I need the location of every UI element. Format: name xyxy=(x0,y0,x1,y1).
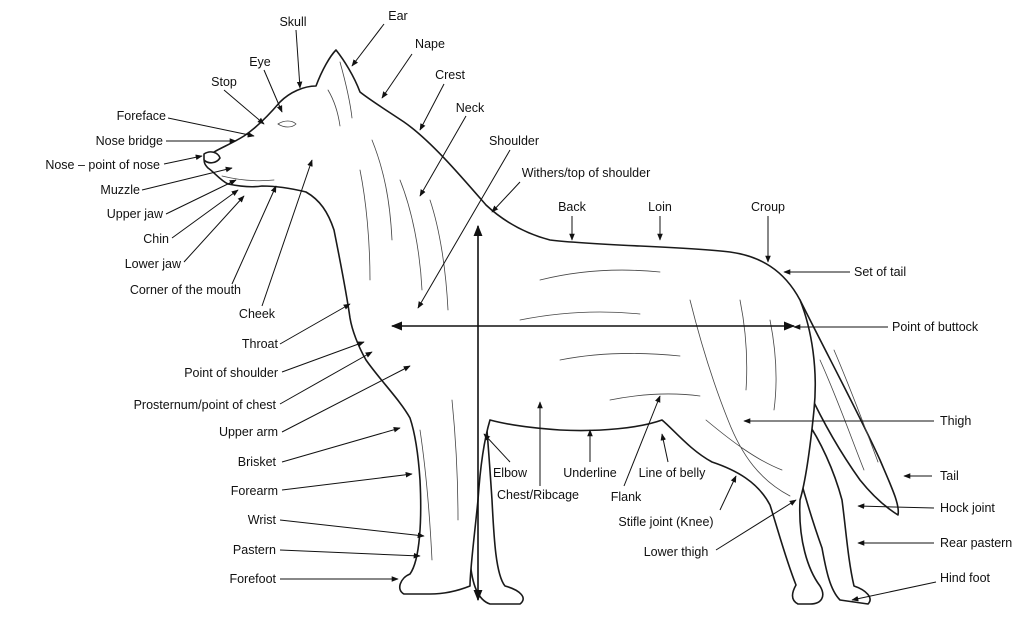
pointer-pastern xyxy=(279,549,421,559)
nose-detail xyxy=(203,151,221,164)
label-corner-mouth: Corner of the mouth xyxy=(130,283,241,297)
label-tail: Tail xyxy=(940,469,959,483)
pointer-lower-jaw xyxy=(183,195,245,263)
label-upper-arm: Upper arm xyxy=(219,425,278,439)
pointer-point-of-shoulder xyxy=(281,341,365,373)
label-rear-pastern: Rear pastern xyxy=(940,536,1012,550)
pointer-throat xyxy=(279,303,351,345)
label-chest-ribcage: Chest/Ribcage xyxy=(497,488,579,502)
measurement-lines xyxy=(390,224,796,602)
pointer-chin xyxy=(171,189,239,239)
labels: Skull Ear Eye Nape Stop Crest Foreface N… xyxy=(45,9,1012,586)
label-withers: Withers/top of shoulder xyxy=(522,166,651,180)
hind-leg-contour xyxy=(689,299,791,497)
pointer-nape xyxy=(381,53,413,99)
pointer-hock-joint xyxy=(857,503,935,509)
pointer-upper-arm xyxy=(281,365,411,433)
label-cheek: Cheek xyxy=(239,307,276,321)
pointer-shoulder xyxy=(417,149,511,309)
label-loin: Loin xyxy=(648,200,672,214)
pointer-neck xyxy=(419,115,467,197)
label-elbow: Elbow xyxy=(493,466,528,480)
pointer-stifle xyxy=(719,475,737,511)
label-croup: Croup xyxy=(751,200,785,214)
label-underline: Underline xyxy=(563,466,617,480)
far-hind-leg xyxy=(789,419,871,605)
pointer-corner-mouth xyxy=(231,185,277,285)
label-thigh: Thigh xyxy=(940,414,971,428)
label-lower-thigh: Lower thigh xyxy=(644,545,709,559)
label-point-of-buttock: Point of buttock xyxy=(892,320,979,334)
pointer-elbow xyxy=(483,433,511,463)
pointer-eye xyxy=(263,69,283,113)
label-upper-jaw: Upper jaw xyxy=(107,207,164,221)
label-hind-foot: Hind foot xyxy=(940,571,991,585)
label-lower-jaw: Lower jaw xyxy=(125,257,182,271)
pointer-lines xyxy=(141,23,937,602)
label-flank: Flank xyxy=(611,490,642,504)
pointer-upper-jaw xyxy=(165,179,237,215)
label-brisket: Brisket xyxy=(238,455,277,469)
label-back: Back xyxy=(558,200,587,214)
label-neck: Neck xyxy=(456,101,485,115)
pointer-stop xyxy=(223,89,265,125)
label-skull: Skull xyxy=(279,15,306,29)
label-pastern: Pastern xyxy=(233,543,276,557)
pointer-foreface xyxy=(167,117,255,138)
pointer-prosternum xyxy=(279,351,373,405)
label-prosternum: Prosternum/point of chest xyxy=(134,398,277,412)
pointer-flank xyxy=(623,395,661,487)
pointer-wrist xyxy=(279,519,425,539)
pointer-ear xyxy=(351,23,385,67)
pointer-crest xyxy=(419,83,445,131)
label-nose-point: Nose – point of nose xyxy=(45,158,160,172)
label-throat: Throat xyxy=(242,337,279,351)
label-ear: Ear xyxy=(388,9,407,23)
label-shoulder: Shoulder xyxy=(489,134,539,148)
pointer-muzzle xyxy=(141,166,233,191)
pointer-hind-foot xyxy=(851,581,937,602)
mouth-detail xyxy=(221,175,275,182)
label-stifle: Stifle joint (Knee) xyxy=(618,515,713,529)
label-forefoot: Forefoot xyxy=(229,572,276,586)
front-leg-contour xyxy=(419,399,459,561)
label-line-of-belly: Line of belly xyxy=(639,466,706,480)
label-nose-bridge: Nose bridge xyxy=(96,134,163,148)
label-eye: Eye xyxy=(249,55,271,69)
fur-strokes xyxy=(359,139,879,471)
pointer-nose-point xyxy=(163,154,203,165)
label-hock-joint: Hock joint xyxy=(940,501,995,515)
pointer-forearm xyxy=(281,471,413,491)
pointer-brisket xyxy=(281,427,401,463)
label-stop: Stop xyxy=(211,75,237,89)
pointer-lower-thigh xyxy=(715,499,797,551)
pointer-withers xyxy=(491,181,521,213)
pointer-cheek xyxy=(261,159,313,307)
label-point-of-shoulder: Point of shoulder xyxy=(184,366,278,380)
label-wrist: Wrist xyxy=(248,513,277,527)
pointer-skull xyxy=(295,29,303,89)
label-muzzle: Muzzle xyxy=(100,183,140,197)
pointer-line-of-belly xyxy=(660,433,669,463)
label-crest: Crest xyxy=(435,68,465,82)
label-chin: Chin xyxy=(143,232,169,246)
ear-detail xyxy=(327,61,353,127)
label-foreface: Foreface xyxy=(117,109,166,123)
label-set-of-tail: Set of tail xyxy=(854,265,906,279)
label-forearm: Forearm xyxy=(231,484,278,498)
eye-detail xyxy=(277,120,297,128)
label-nape: Nape xyxy=(415,37,445,51)
